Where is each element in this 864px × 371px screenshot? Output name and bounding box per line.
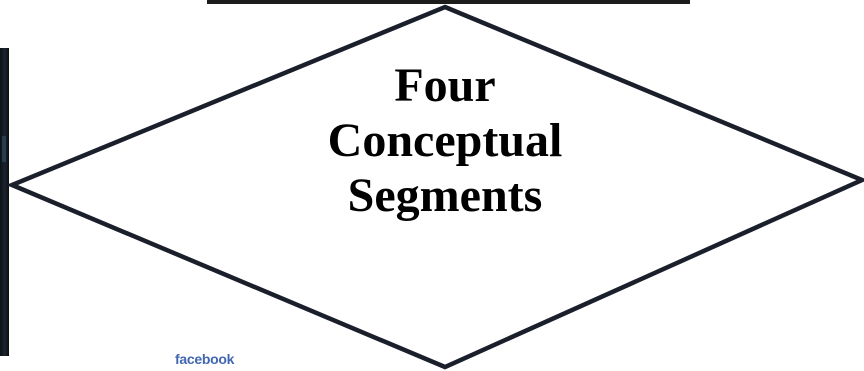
diamond-label-line-2: Conceptual — [292, 113, 598, 168]
diamond-label: Four Conceptual Segments — [292, 58, 598, 223]
diamond-label-line-3: Segments — [292, 168, 598, 223]
diamond-label-line-1: Four — [292, 58, 598, 113]
facebook-logo: facebook — [175, 351, 234, 367]
